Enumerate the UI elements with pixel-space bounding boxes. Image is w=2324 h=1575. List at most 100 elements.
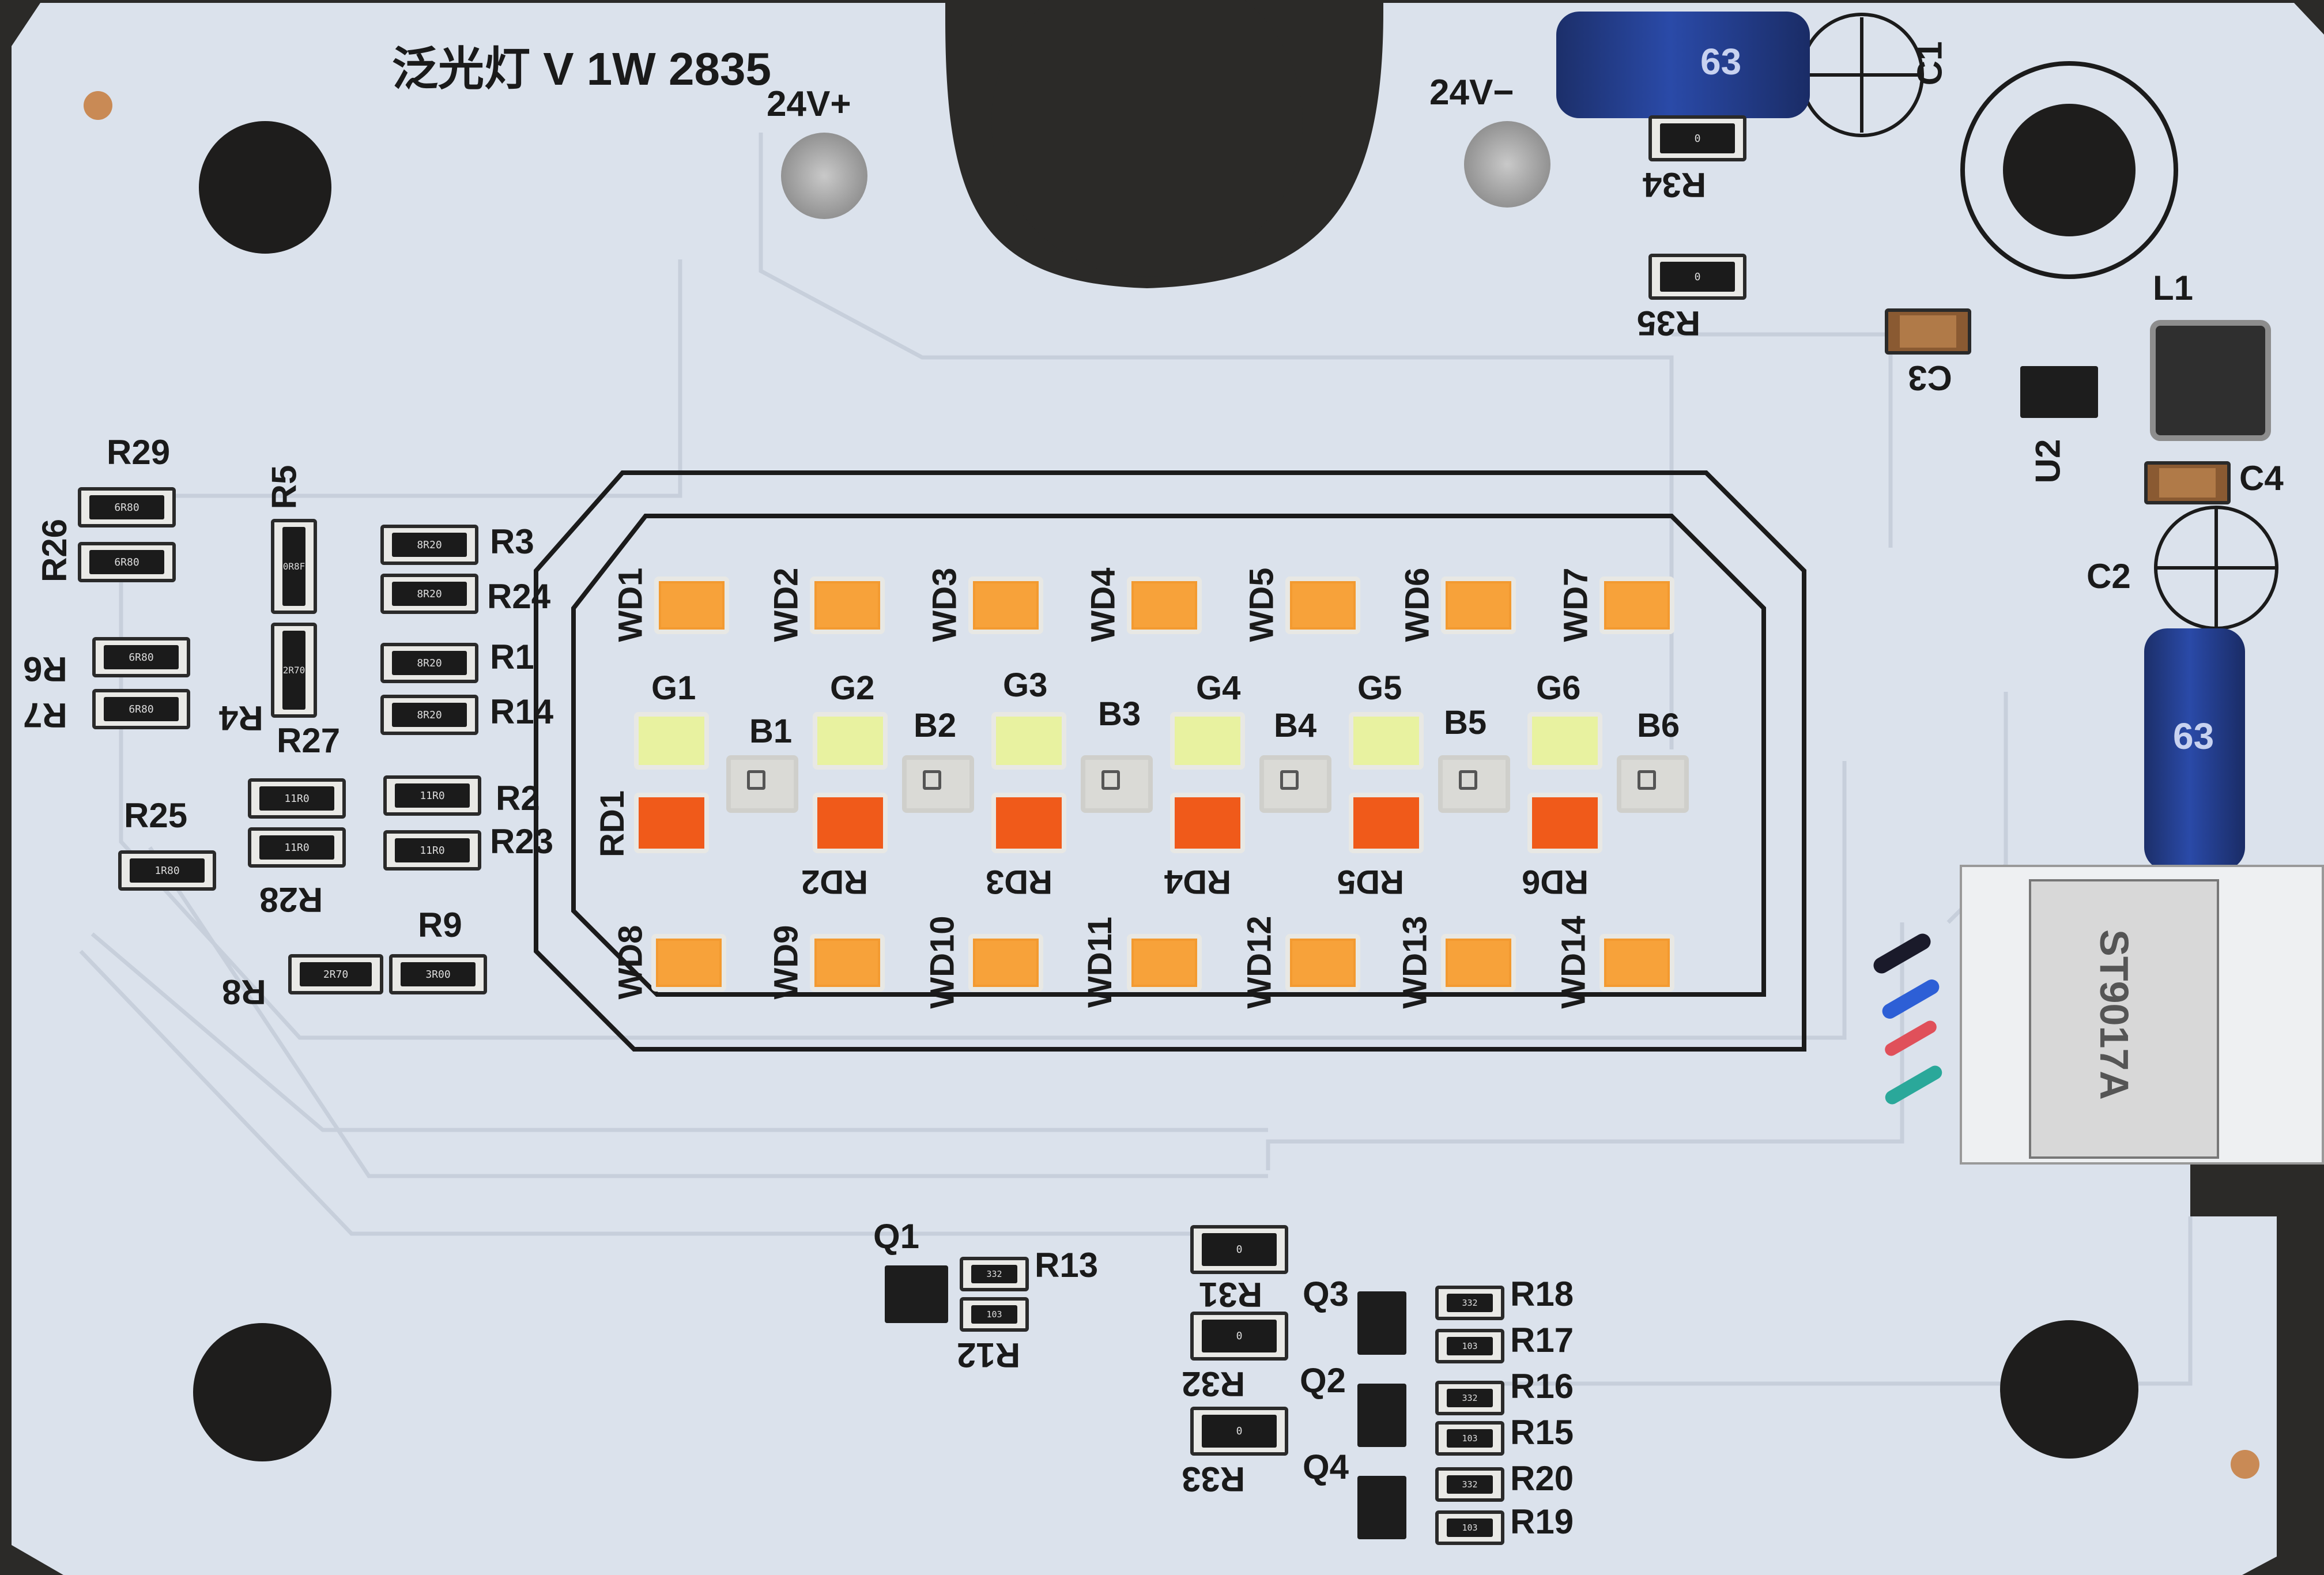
label-g1: G1	[651, 669, 696, 707]
resistor-r31: 0	[1190, 1225, 1288, 1274]
led-wd12	[1285, 934, 1360, 992]
resistor-r4: 2R70	[271, 623, 317, 718]
resistor-r7: 6R80	[92, 689, 190, 729]
resistor-r2: 11R0	[383, 775, 481, 816]
label-c1: C1	[1910, 41, 1949, 86]
transistor-q3	[1357, 1291, 1406, 1355]
board-title: 泛光灯 V 1W 2835	[392, 43, 772, 95]
mount-hole-bottom-right	[2000, 1320, 2138, 1459]
label-r8: R8	[222, 973, 266, 1011]
label-wd5: WD5	[1243, 567, 1281, 642]
label-c4: C4	[2239, 459, 2284, 498]
label-q2: Q2	[1300, 1361, 1346, 1400]
mount-hole-top-right	[2003, 104, 2136, 236]
label-r20: R20	[1510, 1459, 1574, 1498]
resistor-r28: 11R0	[248, 827, 346, 868]
led-b1	[726, 755, 798, 813]
label-wd4: WD4	[1084, 567, 1122, 642]
resistor-r34: 0	[1648, 115, 1746, 161]
fiducial-top-left	[84, 91, 112, 120]
power-negative-label: 24V−	[1429, 73, 1514, 112]
label-r5: R5	[265, 465, 304, 510]
resistor-r19: 103	[1435, 1510, 1504, 1545]
led-b3	[1081, 755, 1153, 813]
led-rd3	[991, 793, 1066, 853]
regulator-u2	[2020, 366, 2098, 418]
led-rd1	[634, 793, 709, 853]
transistor-q1	[885, 1265, 948, 1323]
label-b6: B6	[1637, 707, 1680, 744]
led-wd4	[1127, 577, 1202, 634]
capacitor-c2: 63	[2144, 628, 2245, 871]
label-wd14: WD14	[1555, 915, 1593, 1009]
label-r29: R29	[107, 433, 171, 472]
label-r35: R35	[1637, 304, 1701, 342]
resistor-r12: 103	[960, 1297, 1029, 1332]
resistor-r5: 0R8F	[271, 519, 317, 614]
led-wd14	[1599, 934, 1674, 992]
fiducial-bottom-right	[2231, 1450, 2259, 1479]
label-rd3: RD3	[986, 863, 1053, 900]
resistor-r13: 332	[960, 1257, 1029, 1291]
inductor-l1	[2150, 320, 2271, 441]
label-wd8: WD8	[612, 925, 650, 1000]
ic-st9017a	[2029, 879, 2219, 1159]
transistor-q4	[1357, 1476, 1406, 1539]
led-rd6	[1527, 793, 1602, 853]
mount-hole-bottom-left	[193, 1323, 331, 1461]
label-r28: R28	[259, 880, 323, 919]
led-wd6	[1441, 577, 1516, 634]
led-wd8	[651, 934, 726, 992]
label-b3: B3	[1098, 695, 1141, 733]
resistor-r24: 8R20	[380, 574, 478, 614]
label-wd9: WD9	[767, 925, 805, 1000]
label-wd1: WD1	[612, 567, 650, 642]
label-r15: R15	[1510, 1413, 1574, 1452]
label-wd11: WD11	[1081, 917, 1119, 1008]
label-r1: R1	[490, 638, 534, 676]
label-c3: C3	[1908, 359, 1952, 397]
resistor-r14: 8R20	[380, 695, 478, 735]
mount-hole-top-left	[199, 121, 331, 254]
led-g6	[1527, 712, 1602, 770]
capacitor-c4	[2144, 461, 2231, 504]
led-rd4	[1170, 793, 1245, 853]
capacitor-c1: 63	[1556, 12, 1810, 118]
transistor-q2	[1357, 1384, 1406, 1447]
resistor-r20: 332	[1435, 1467, 1504, 1502]
label-r27: R27	[277, 721, 341, 760]
label-rd6: RD6	[1522, 863, 1589, 900]
label-rd4: RD4	[1164, 863, 1232, 900]
label-b5: B5	[1444, 704, 1487, 741]
label-wd10: WD10	[923, 915, 961, 1009]
resistor-r8: 2R70	[288, 954, 383, 994]
label-r19: R19	[1510, 1502, 1574, 1541]
resistor-r29: 6R80	[78, 487, 176, 527]
label-r4: R4	[219, 699, 263, 737]
power-positive-label: 24V+	[767, 84, 851, 124]
resistor-r9: 3R00	[389, 954, 487, 994]
label-b2: B2	[914, 707, 957, 744]
label-r2: R2	[496, 779, 540, 817]
led-wd2	[810, 577, 885, 634]
resistor-r17: 103	[1435, 1329, 1504, 1363]
center-cutout	[991, 0, 1303, 277]
resistor-r32: 0	[1190, 1312, 1288, 1361]
led-b4	[1259, 755, 1331, 813]
label-rd2: RD2	[801, 863, 869, 900]
capacitor-c3	[1885, 308, 1971, 355]
led-b5	[1438, 755, 1510, 813]
label-r16: R16	[1510, 1367, 1574, 1406]
resistor-r26: 6R80	[78, 542, 176, 582]
led-wd11	[1127, 934, 1202, 992]
led-g2	[813, 712, 888, 770]
label-r23: R23	[490, 822, 554, 861]
led-b6	[1617, 755, 1689, 813]
label-r26: R26	[35, 518, 74, 583]
led-wd1	[654, 577, 729, 634]
resistor-r35: 0	[1648, 254, 1746, 300]
label-g6: G6	[1536, 669, 1581, 707]
resistor-r1: 8R20	[380, 643, 478, 683]
